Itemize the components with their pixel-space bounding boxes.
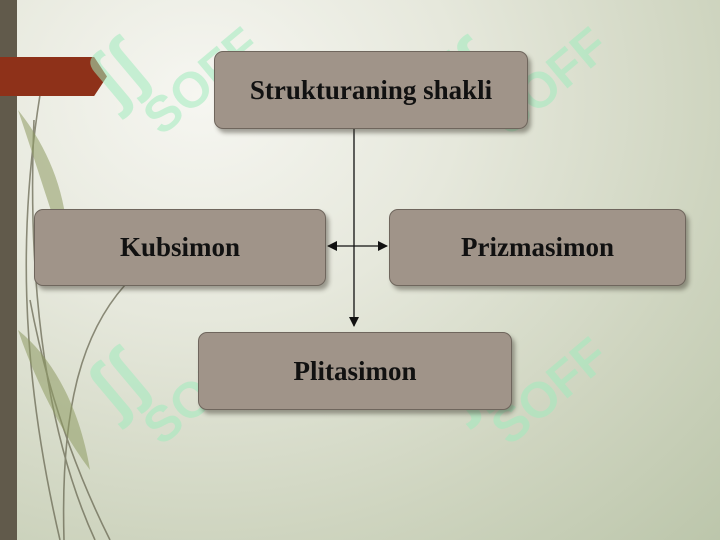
accent-arrow-tab [0, 57, 107, 96]
child-node-label: Kubsimon [119, 232, 241, 262]
child-node-label: Prizmasimon [461, 232, 614, 262]
root-node-label: Strukturaning shakli [249, 74, 493, 105]
child-node-label: Plitasimon [293, 355, 417, 386]
root-node: Strukturaning shakli [214, 51, 528, 129]
child-node-kubsimon: Kubsimon [34, 209, 326, 286]
left-decor-strip [0, 0, 17, 540]
child-node-plitasimon: Plitasimon [198, 332, 512, 410]
child-node-prizmasimon: Prizmasimon [389, 209, 686, 286]
